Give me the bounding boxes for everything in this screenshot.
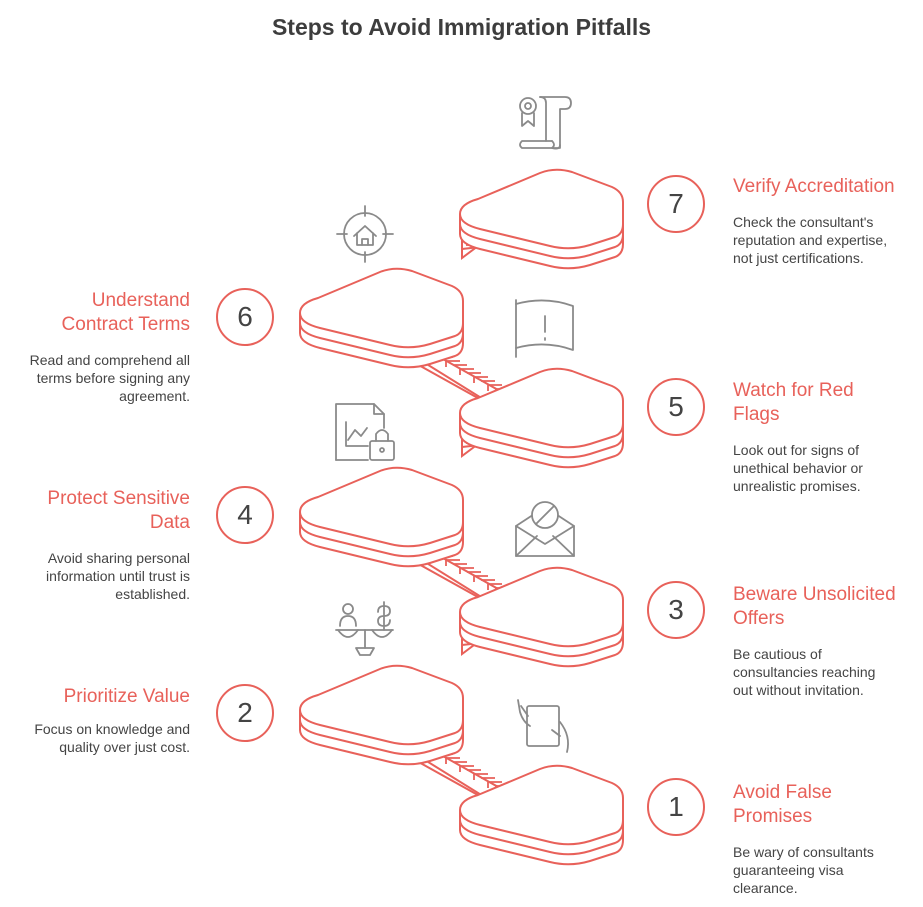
step-title-4: Protect Sensitive Data: [47, 488, 190, 533]
step-number-2: 2: [216, 684, 274, 742]
locked-chart-icon: [335, 403, 395, 461]
step-title-6: Understand Contract Terms: [61, 290, 190, 335]
step-title-7: Verify Accreditation: [733, 176, 895, 197]
step-description-7: Check the consultant's reputation and ex…: [733, 214, 888, 266]
step-description-3: Be cautious of consultancies reaching ou…: [733, 646, 876, 698]
step-description-1: Be wary of consultants guaranteeing visa…: [733, 844, 874, 896]
platform-2: [299, 664, 464, 766]
step-number-1: 1: [647, 778, 705, 836]
step-description-4: Avoid sharing personal information until…: [46, 550, 190, 602]
step-number-4: 4: [216, 486, 274, 544]
step-number-7: 7: [647, 175, 705, 233]
certificate-scroll-icon: [519, 96, 572, 150]
step-title-1: Avoid False Promises: [733, 782, 832, 827]
platform-6: [299, 267, 464, 369]
step-number-5: 5: [647, 378, 705, 436]
step-title-2: Prioritize Value: [63, 686, 190, 707]
balance-scale-icon: [335, 601, 394, 656]
step-description-2: Focus on knowledge and quality over just…: [34, 721, 190, 755]
step-number-3: 3: [647, 581, 705, 639]
step-title-5: Watch for Red Flags: [733, 380, 854, 425]
step-description-5: Look out for signs of unethical behavior…: [733, 442, 863, 494]
platform-7: [459, 168, 624, 270]
blocked-envelope-icon: [515, 501, 575, 557]
home-target-icon: [336, 205, 394, 263]
step-description-6: Read and comprehend all terms before sig…: [29, 352, 190, 404]
platform-4: [299, 466, 464, 568]
page-title: Steps to Avoid Immigration Pitfalls: [271, 14, 652, 40]
step-number-6: 6: [216, 288, 274, 346]
tablet-hand-icon: [517, 699, 569, 753]
warning-flag-icon: [515, 299, 574, 358]
step-title-3: Beware Unsolicited Offers: [733, 584, 896, 629]
